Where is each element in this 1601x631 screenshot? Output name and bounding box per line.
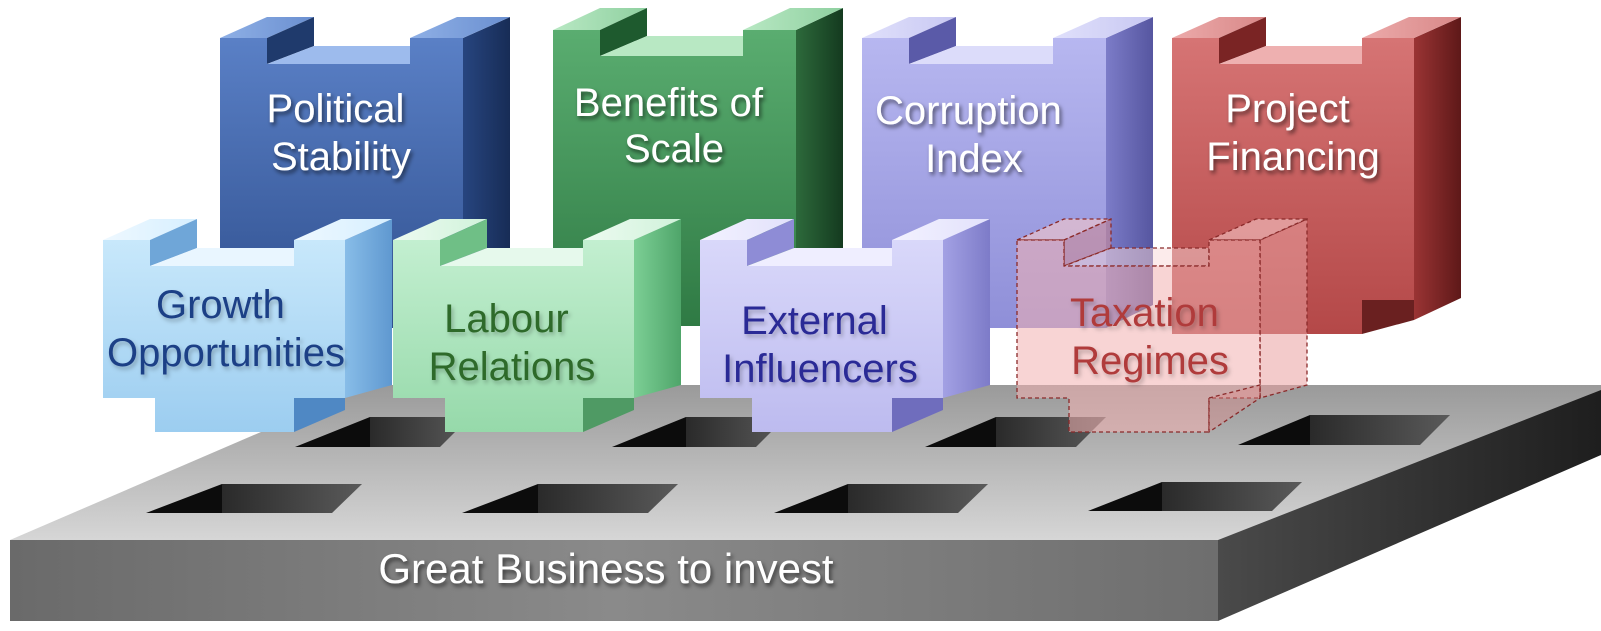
notch-inner bbox=[747, 219, 794, 266]
block-side bbox=[634, 219, 681, 398]
block-label-line1: Growth bbox=[156, 283, 285, 327]
block-top bbox=[220, 17, 314, 38]
block-front bbox=[700, 240, 943, 432]
notch-inner bbox=[150, 219, 197, 266]
block-side bbox=[345, 219, 392, 398]
block-side bbox=[943, 219, 990, 398]
notch-floor bbox=[600, 36, 743, 56]
block-label-line2: Stability bbox=[271, 135, 411, 179]
block-top bbox=[1362, 17, 1461, 38]
block-labour-relations: Labour Relations bbox=[393, 219, 681, 432]
svg-text:Political Stability: Political Stability bbox=[267, 87, 416, 179]
block-top bbox=[1172, 17, 1266, 38]
block-label-line2: Financing bbox=[1206, 135, 1379, 179]
block-top bbox=[743, 8, 843, 30]
svg-text:Project Financing: Project Financing bbox=[1206, 87, 1379, 179]
block-top bbox=[1053, 17, 1153, 38]
svg-text:Labour Relations: Labour Relations bbox=[429, 297, 596, 389]
block-side bbox=[1259, 217, 1308, 399]
block-foot bbox=[1208, 384, 1261, 434]
svg-text:Taxation Regimes: Taxation Regimes bbox=[1070, 291, 1230, 383]
svg-text:Benefits of Scale: Benefits of Scale bbox=[574, 81, 774, 171]
svg-text:Corruption Index: Corruption Index bbox=[875, 89, 1073, 181]
block-label-line2: Influencers bbox=[722, 347, 918, 391]
block-foot bbox=[892, 398, 943, 432]
block-label-line1: Project bbox=[1225, 87, 1350, 131]
block-side bbox=[796, 8, 843, 326]
block-front bbox=[1016, 239, 1261, 433]
block-top bbox=[862, 17, 956, 38]
block-front bbox=[103, 240, 345, 432]
base-front-face bbox=[10, 540, 1218, 621]
block-label-line2: Scale bbox=[624, 127, 724, 171]
block-foot bbox=[1362, 300, 1414, 334]
notch-floor bbox=[440, 248, 583, 266]
block-label-line1: External bbox=[741, 299, 888, 343]
block-taxation-regimes: Taxation Regimes bbox=[1016, 217, 1308, 434]
block-front bbox=[393, 240, 634, 432]
block-external-influencers: External Influencers bbox=[700, 219, 990, 432]
notch-inner bbox=[909, 17, 956, 64]
block-label-line1: Taxation bbox=[1070, 291, 1219, 335]
notch-floor bbox=[1219, 46, 1362, 64]
block-label-line2: Regimes bbox=[1071, 339, 1229, 383]
block-side bbox=[1414, 17, 1461, 320]
block-label-line2: Relations bbox=[429, 345, 596, 389]
block-label-line1: Benefits of bbox=[574, 81, 764, 125]
block-top bbox=[410, 17, 510, 38]
base-holes-front-row bbox=[146, 482, 1302, 513]
notch-floor bbox=[267, 46, 410, 64]
block-growth-opportunities: Growth Opportunities bbox=[103, 219, 392, 432]
block-top bbox=[393, 219, 487, 240]
notch-floor bbox=[909, 46, 1053, 64]
notch-floor bbox=[747, 248, 892, 266]
notch-inner bbox=[1219, 17, 1266, 64]
notch-floor bbox=[150, 248, 294, 266]
base-label: Great Business to invest bbox=[378, 545, 834, 592]
svg-text:External Influencers: External Influencers bbox=[722, 299, 918, 391]
block-top bbox=[583, 219, 681, 240]
block-label-line1: Political bbox=[267, 87, 405, 131]
block-top bbox=[103, 219, 197, 240]
notch-inner bbox=[440, 219, 487, 266]
block-foot bbox=[583, 398, 634, 432]
block-top bbox=[553, 8, 647, 30]
svg-text:Growth Opportunities: Growth Opportunities bbox=[107, 283, 345, 375]
notch-inner bbox=[267, 17, 314, 64]
block-label-line2: Index bbox=[925, 137, 1023, 181]
notch-inner bbox=[600, 8, 647, 56]
block-top bbox=[700, 219, 794, 240]
base-right-side bbox=[1218, 390, 1601, 621]
block-label-line1: Corruption bbox=[875, 89, 1062, 133]
block-top bbox=[892, 219, 990, 240]
block-top bbox=[294, 219, 392, 240]
block-foot bbox=[294, 398, 345, 432]
block-label-line1: Labour bbox=[444, 297, 569, 341]
block-label-line2: Opportunities bbox=[107, 331, 345, 375]
